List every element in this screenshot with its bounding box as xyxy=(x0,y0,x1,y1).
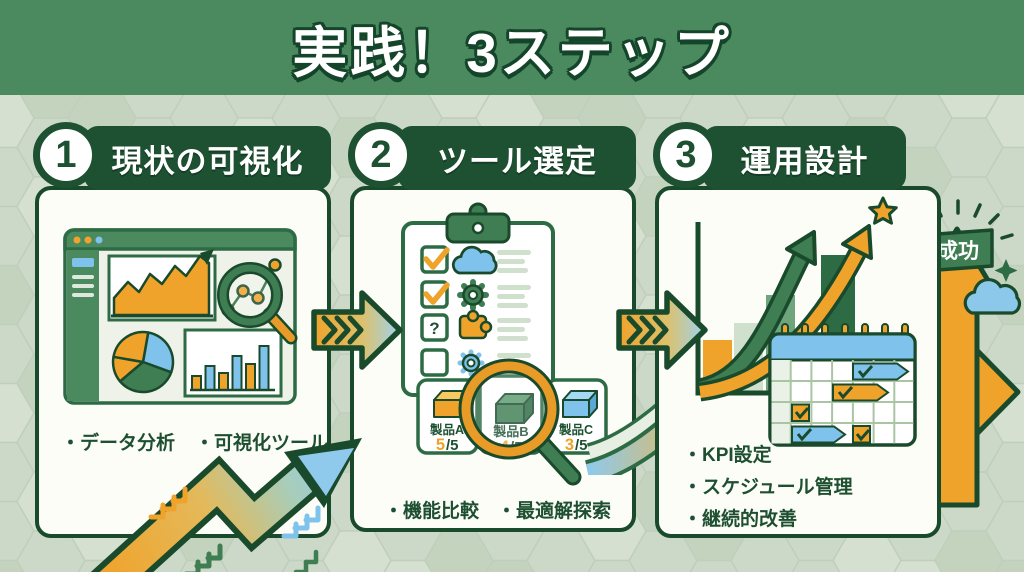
gear-icon xyxy=(457,279,489,311)
step-2-heading: ツール選定 xyxy=(437,143,597,179)
calendar-icon xyxy=(768,323,917,447)
connector-arrow-2 xyxy=(616,290,708,370)
product-score: 5 xyxy=(436,436,445,454)
chevron-marks-icon xyxy=(293,549,319,572)
chart-axis xyxy=(695,222,783,396)
chevron-marks-icon xyxy=(184,543,223,572)
line-chart-icon xyxy=(107,249,217,322)
dashboard-illustration xyxy=(63,228,298,405)
step-card-3: 運用設計 3 xyxy=(653,122,941,538)
step-card-1: 現状の可視化 1 xyxy=(33,122,331,538)
product-name: 製品A xyxy=(429,422,464,437)
step-number-badge-3: 3 xyxy=(653,122,719,188)
window-dot-icon xyxy=(73,236,81,244)
bar-chart-icon xyxy=(183,328,283,398)
checkbox-icon xyxy=(420,280,450,309)
check-icon xyxy=(857,364,874,379)
magnifier-icon xyxy=(217,258,298,345)
step-1-heading: 現状の可視化 xyxy=(111,143,304,179)
checkbox-icon xyxy=(420,245,450,274)
product-card-c: 製品C 3 /5 xyxy=(545,378,608,455)
cloud-icon xyxy=(451,245,498,275)
product-score-denominator: /5 xyxy=(575,437,588,454)
pie-chart-icon xyxy=(111,330,175,394)
bullet-item: ・継続的改善 xyxy=(683,509,798,530)
page-title: 実践！3ステップ xyxy=(292,21,732,84)
step-2-heading-bar: ツール選定 xyxy=(398,126,636,190)
step-number-badge-1: 1 xyxy=(33,122,99,188)
chevron-marks-icon xyxy=(148,486,188,520)
check-icon xyxy=(796,427,813,442)
chevron-marks-icon xyxy=(281,505,321,539)
check-icon xyxy=(794,407,810,420)
step-3-heading-bar: 運用設計 xyxy=(703,126,906,190)
calendar-cell xyxy=(852,425,871,444)
star-icon xyxy=(868,196,898,225)
zigzag-arrow xyxy=(90,438,362,572)
chevrons-icon xyxy=(321,315,364,345)
box-icon xyxy=(562,390,598,418)
magnifier-icon xyxy=(458,358,582,486)
cloud-icon xyxy=(963,277,1022,315)
step-2-body: ? xyxy=(350,186,636,532)
window-dot-icon xyxy=(84,236,92,244)
step-3-body: ・KPI設定 ・スケジュール管理 ・継続的改善 xyxy=(655,186,941,538)
calendar-cell xyxy=(791,403,810,422)
bullet-item: ・可視化ツール xyxy=(195,433,329,454)
schedule-bar xyxy=(832,383,890,402)
growth-chart-illustration xyxy=(695,196,917,447)
bullet-item: ・最適解探索 xyxy=(497,501,612,522)
puzzle-icon xyxy=(458,309,493,340)
connector-arrow-1 xyxy=(311,290,403,370)
step-2-bullets: ・機能比較 ・最適解探索 xyxy=(384,496,611,523)
gear-icon xyxy=(457,349,485,377)
product-score: 3 xyxy=(565,436,574,454)
step-1-body: ・データ分析 ・可視化ツール xyxy=(35,186,331,538)
svg-text:?: ? xyxy=(429,319,439,338)
chevrons-icon xyxy=(626,315,669,345)
step-card-2: ツール選定 2 xyxy=(348,122,636,532)
clipboard-clip xyxy=(445,202,511,244)
step-number-badge-2: 2 xyxy=(348,122,414,188)
checkbox-empty-icon xyxy=(420,348,449,377)
product-name: 製品B xyxy=(492,424,528,439)
step-1-heading-bar: 現状の可視化 xyxy=(84,126,331,190)
clipboard-illustration: ? xyxy=(401,202,608,486)
product-score-denominator: /5 xyxy=(446,437,459,454)
sidebar-panel xyxy=(67,250,99,401)
bullet-item: ・スケジュール管理 xyxy=(683,477,853,498)
step-3-heading: 運用設計 xyxy=(740,143,869,179)
check-icon xyxy=(855,429,871,442)
window-dot-icon xyxy=(95,236,103,244)
check-icon xyxy=(837,385,854,400)
bullet-item: ・機能比較 xyxy=(384,501,480,522)
step-1-bullets: ・データ分析 ・可視化ツール xyxy=(61,428,328,455)
box-icon xyxy=(495,393,534,424)
step-3-bullets: ・KPI設定 ・スケジュール管理 ・継続的改善 xyxy=(683,440,853,536)
bullet-item: ・KPI設定 xyxy=(683,445,772,466)
success-flag-label: 成功 xyxy=(937,239,979,263)
bullet-item: ・データ分析 xyxy=(61,433,176,454)
schedule-bar xyxy=(791,425,847,444)
sparkle-icon xyxy=(994,259,1018,282)
product-name: 製品C xyxy=(558,422,593,437)
schedule-bar xyxy=(852,362,910,381)
checkbox-question-icon: ? xyxy=(420,313,449,342)
header-band: 実践！3ステップ xyxy=(0,0,1024,95)
